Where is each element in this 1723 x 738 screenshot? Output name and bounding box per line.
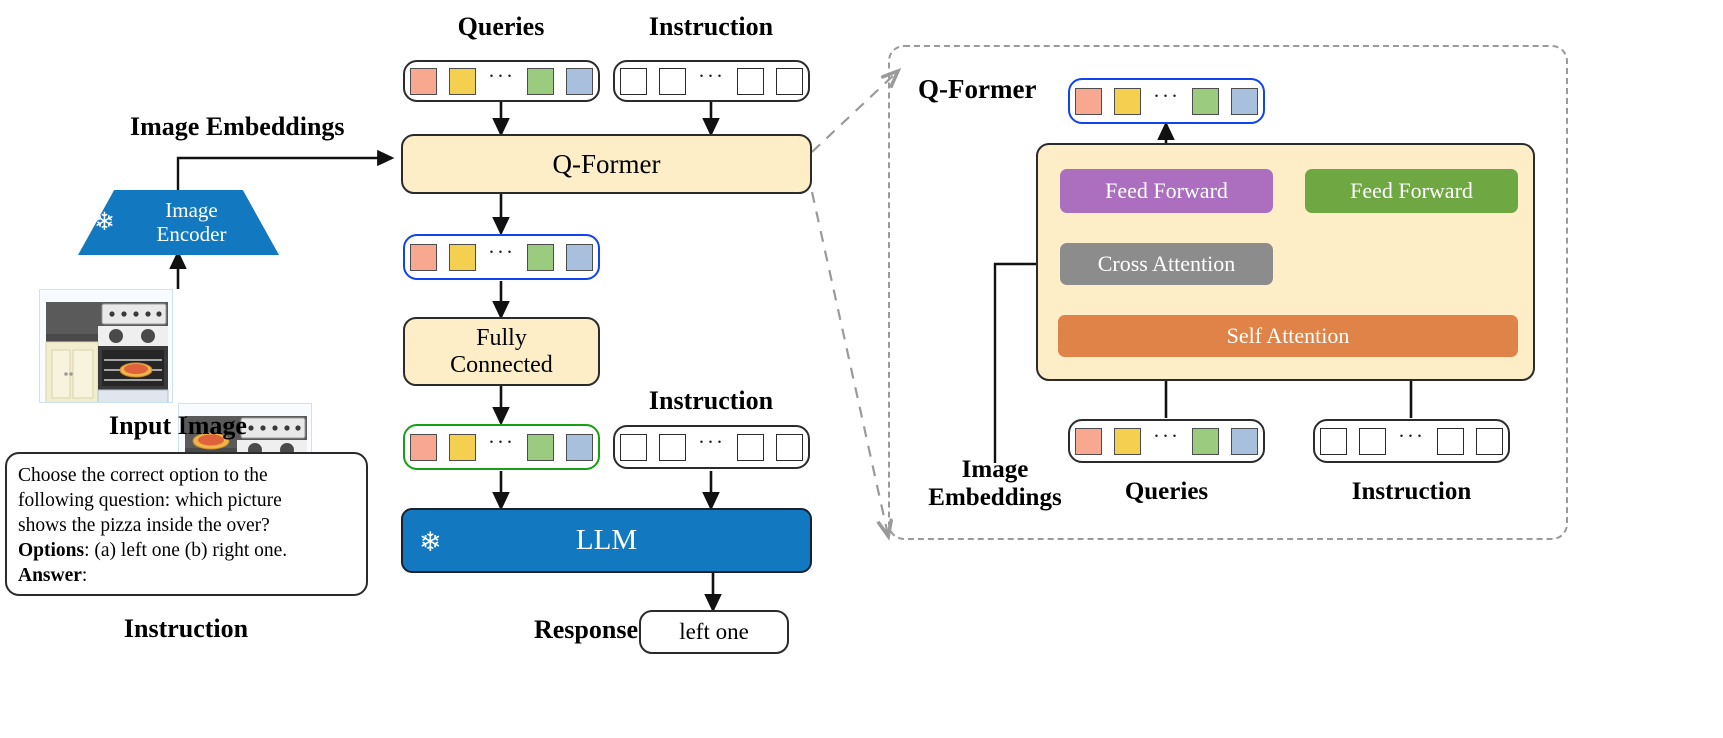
query-token-green — [527, 433, 554, 461]
ellipsis: ··· — [1153, 424, 1180, 449]
query-token-green — [527, 243, 554, 271]
instruction-options-value: : (a) left one (b) right one. — [84, 540, 288, 562]
qformer-label: Q-Former — [552, 148, 661, 179]
qformer-detail-instruction-strip[interactable]: ··· — [1313, 419, 1510, 463]
instruction-answer-value: : — [81, 565, 88, 587]
instruction-token — [620, 433, 648, 461]
instruction-options-line: Options: (a) left one (b) right one. — [18, 538, 355, 563]
feed-forward-right-block[interactable]: Feed Forward — [1305, 169, 1518, 213]
query-token-green — [1192, 87, 1219, 115]
snowflake-icon: ❄ — [419, 527, 442, 557]
query-token-yellow — [449, 433, 477, 461]
image-embeddings-line1: Image — [961, 456, 1029, 483]
qformer-detail-panel — [888, 45, 1568, 540]
instruction-token — [776, 433, 803, 461]
query-token-blue — [566, 243, 593, 271]
queries-token-strip-top[interactable]: ··· — [403, 60, 600, 102]
query-token-yellow — [1114, 427, 1142, 455]
feed-forward-left-label: Feed Forward — [1105, 178, 1228, 203]
instruction-token — [1476, 427, 1503, 455]
query-token-green — [527, 67, 554, 95]
query-token-red — [1075, 427, 1103, 455]
instruction-token — [1320, 427, 1348, 455]
query-token-yellow — [449, 243, 477, 271]
fully-connected-label-line1: Fully — [476, 324, 527, 351]
input-image-label: Input Image — [109, 411, 247, 440]
ellipsis: ··· — [1398, 424, 1425, 449]
feed-forward-left-block[interactable]: Feed Forward — [1060, 169, 1273, 213]
instruction-answer-key: Answer — [18, 565, 82, 587]
image-encoder-label-line1: Image — [165, 198, 218, 223]
instruction-line-2: following question: which picture — [18, 490, 282, 512]
query-token-blue — [1231, 427, 1258, 455]
llm-label: LLM — [575, 524, 638, 556]
cross-attention-label: Cross Attention — [1097, 251, 1236, 276]
instruction-token — [737, 433, 764, 461]
qformer-block[interactable]: Q-Former — [401, 134, 812, 194]
image-embeddings-line2: Embeddings — [928, 484, 1062, 511]
qformer-detail-output-token-strip[interactable]: ··· — [1068, 78, 1265, 124]
image-encoder-block[interactable]: ❄ Image Encoder — [78, 190, 279, 255]
instruction-answer-line: Answer: — [18, 563, 355, 588]
fully-connected-block[interactable]: Fully Connected — [403, 317, 600, 386]
query-token-blue — [566, 433, 593, 461]
cross-attention-block[interactable]: Cross Attention — [1060, 243, 1273, 285]
query-token-red — [410, 67, 438, 95]
instruction-card[interactable]: Choose the correct option to the followi… — [5, 452, 368, 596]
instruction-token — [1437, 427, 1464, 455]
ellipsis: ··· — [488, 430, 515, 455]
response-label: Response — [533, 615, 638, 644]
projected-token-strip[interactable]: ··· — [403, 424, 600, 470]
ellipsis: ··· — [488, 240, 515, 265]
image-encoder-label-line2: Encoder — [156, 221, 227, 246]
qformer-detail-title: Q-Former — [918, 74, 1037, 104]
query-token-blue — [1231, 87, 1258, 115]
self-attention-label: Self Attention — [1226, 323, 1350, 348]
instruction-line-1: Choose the correct option to the — [18, 465, 268, 486]
qformer-detail-queries-strip[interactable]: ··· — [1068, 419, 1265, 463]
fully-connected-label-line2: Connected — [450, 351, 553, 378]
instruction-label-left: Instruction — [123, 614, 249, 643]
instruction-label-bottom: Instruction — [648, 386, 774, 415]
instruction-label-top: Instruction — [648, 12, 774, 41]
instruction-token — [1359, 427, 1387, 455]
queries-label-right: Queries — [1124, 478, 1209, 505]
query-token-red — [1075, 87, 1103, 115]
query-token-blue — [566, 67, 593, 95]
response-value: left one — [679, 619, 749, 644]
instruction-token-strip-top[interactable]: ··· — [613, 60, 810, 102]
instruction-token — [737, 67, 764, 95]
ellipsis: ··· — [698, 430, 725, 455]
instruction-token — [620, 67, 648, 95]
instruction-line-3: shows the pizza inside the over? — [18, 515, 270, 537]
instruction-options-key: Options — [18, 540, 85, 562]
instruction-token — [659, 433, 687, 461]
query-token-green — [1192, 427, 1219, 455]
query-token-red — [410, 243, 438, 271]
ellipsis: ··· — [488, 64, 515, 89]
instruction-token — [776, 67, 803, 95]
queries-label-top: Queries — [457, 12, 545, 41]
qformer-output-token-strip[interactable]: ··· — [403, 234, 600, 280]
ellipsis: ··· — [1153, 84, 1180, 109]
instruction-label-right: Instruction — [1351, 478, 1472, 505]
query-token-red — [410, 433, 438, 461]
input-photo-left[interactable] — [39, 289, 173, 403]
feed-forward-right-label: Feed Forward — [1350, 178, 1473, 203]
llm-block[interactable]: ❄ LLM — [401, 508, 812, 573]
query-token-yellow — [449, 67, 477, 95]
ellipsis: ··· — [698, 64, 725, 89]
self-attention-block[interactable]: Self Attention — [1058, 315, 1518, 357]
query-token-yellow — [1114, 87, 1142, 115]
snowflake-icon: ❄ — [94, 209, 115, 236]
response-value-box[interactable]: left one — [639, 610, 789, 654]
instruction-token — [659, 67, 687, 95]
image-embeddings-label: Image Embeddings — [130, 112, 345, 141]
image-embeddings-label-right: Image Embeddings — [905, 456, 1085, 512]
instruction-token-strip-bottom[interactable]: ··· — [613, 425, 810, 469]
